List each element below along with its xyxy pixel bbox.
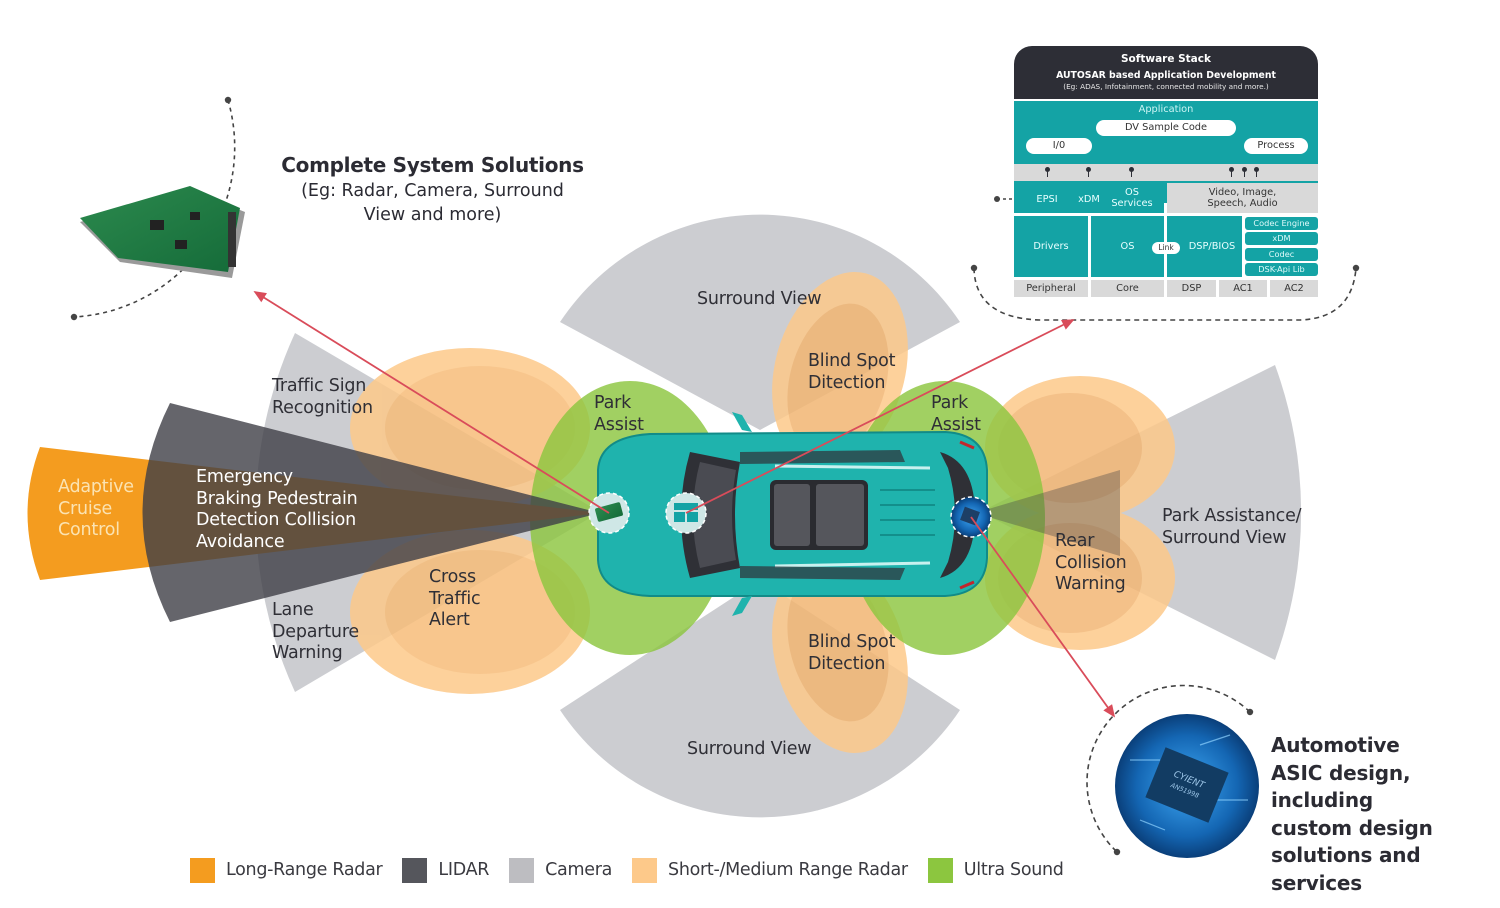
legend-item-ultra-sound: Ultra Sound (927, 857, 1064, 883)
software-stack-panel: Software Stack AUTOSAR based Application… (1014, 46, 1318, 299)
os-services-label: OS Services (1111, 187, 1153, 209)
arc-endpoint-dot (1352, 264, 1360, 272)
codec-engine-block: Codec Engine (1245, 217, 1318, 230)
label-surround-view-bottom: Surround View (687, 739, 812, 759)
arc-endpoint-dot (224, 96, 232, 104)
xdm-label: xDM (1078, 193, 1100, 205)
car-illustration (597, 412, 988, 616)
arc-endpoint-dot (70, 313, 78, 321)
label-traffic-sign-recognition: Traffic Sign Recognition (272, 376, 373, 418)
legend-label: LIDAR (438, 860, 490, 880)
software-stack-callout-arc (973, 267, 1357, 321)
label-blind-spot-top: Blind Spot Ditection (808, 351, 896, 393)
epsi-label: EPSI (1036, 193, 1058, 205)
hardware-peripheral: Peripheral (1014, 280, 1088, 297)
lidar-zone (142, 403, 600, 622)
legend-swatch (632, 857, 658, 883)
stack-title: Software Stack (1121, 53, 1211, 65)
connector-pin-icon (1242, 167, 1247, 177)
dv-sample-code-pill: DV Sample Code (1096, 120, 1236, 136)
link-pill: Link (1152, 242, 1180, 254)
label-park-assist-front: Park Assist (594, 393, 644, 435)
interface-bus (1014, 164, 1318, 181)
arc-endpoint-dot (970, 264, 978, 272)
drivers-block: Drivers (1014, 216, 1088, 277)
label-cross-traffic-alert: Cross Traffic Alert (429, 567, 481, 630)
hardware-ac1: AC1 (1219, 280, 1267, 297)
arc-endpoint-dot (1113, 848, 1121, 856)
io-pill: I/0 (1026, 138, 1092, 154)
camera-surround-top-zone (560, 214, 960, 430)
legend-item-camera: Camera (509, 857, 613, 883)
legend-item-lidar: LIDAR (402, 857, 490, 883)
hardware-dsp: DSP (1167, 280, 1216, 297)
legend-swatch (190, 857, 215, 883)
legend-label: Short-/Medium Range Radar (668, 860, 908, 880)
camera-surround-bottom-zone (560, 580, 960, 818)
legend-item-long-range-radar: Long-Range Radar (190, 857, 383, 883)
label-lane-departure-warning: Lane Departure Warning (272, 600, 359, 663)
label-rear-collision-warning: Rear Collision Warning (1055, 531, 1127, 594)
stack-note: (Eg: ADAS, Infotainment, connected mobil… (1063, 82, 1269, 91)
arrow-to-asic (970, 516, 1116, 718)
label-park-assistance-surround-view: Park Assistance/ Surround View (1162, 506, 1302, 548)
process-pill: Process (1244, 138, 1308, 154)
connector-pin-icon (1129, 167, 1134, 177)
legend-label: Long-Range Radar (226, 860, 383, 880)
arrow-to-system-solutions (253, 291, 610, 514)
arc-endpoint-dot (1246, 708, 1254, 716)
stack-subtitle: AUTOSAR based Application Development (1056, 70, 1276, 81)
connector-pin-icon (1254, 167, 1259, 177)
application-label: Application (1138, 104, 1194, 115)
camera-rear-zone (980, 365, 1302, 660)
asic-heading: Automotive ASIC design, including custom… (1271, 733, 1433, 895)
system-solutions-heading: Complete System Solutions (Eg: Radar, Ca… (270, 153, 595, 227)
label-adaptive-cruise-control: Adaptive Cruise Control (58, 477, 134, 540)
rear-sensor-beam (975, 470, 1120, 556)
legend-label: Ultra Sound (963, 860, 1064, 880)
label-surround-view-top: Surround View (697, 289, 822, 309)
label-emergency-braking: Emergency Braking Pedestrain Detection C… (196, 467, 358, 552)
middleware-block (1014, 183, 1164, 213)
legend-item-short-medium-radar: Short-/Medium Range Radar (632, 857, 908, 883)
label-park-assist-rear: Park Assist (931, 393, 981, 435)
legend-swatch (509, 857, 535, 883)
hardware-core: Core (1091, 280, 1164, 297)
dsk-api-lib-block: DSK-Api Lib (1245, 263, 1318, 276)
system-solutions-subtitle: (Eg: Radar, Camera, Surround View and mo… (301, 181, 564, 225)
media-block: Video, Image, Speech, Audio (1167, 183, 1318, 213)
legend: Long-Range Radar LIDAR Camera Short-/Med… (190, 856, 1084, 884)
connector-pin-icon (1086, 167, 1091, 177)
pcb-board-image (80, 186, 245, 278)
asic-chip-image: CYIENT AN51998 (1115, 714, 1259, 858)
connector-pin-icon (1229, 167, 1234, 177)
system-solutions-title: Complete System Solutions (281, 153, 584, 177)
codec-block: Codec (1245, 248, 1318, 261)
label-blind-spot-bottom: Blind Spot Ditection (808, 632, 896, 674)
os-block: OS (1091, 216, 1164, 277)
xdm-codec-block: xDM (1245, 232, 1318, 245)
hardware-ac2: AC2 (1270, 280, 1318, 297)
connector-dot (994, 196, 1000, 202)
legend-swatch (927, 857, 953, 883)
legend-label: Camera (545, 860, 613, 880)
arrow-to-software-stack (685, 319, 1075, 514)
asic-callout-arc (1086, 684, 1251, 853)
connector-pin-icon (1045, 167, 1050, 177)
legend-swatch (402, 857, 428, 883)
stack-header: Software Stack AUTOSAR based Application… (1014, 46, 1318, 99)
